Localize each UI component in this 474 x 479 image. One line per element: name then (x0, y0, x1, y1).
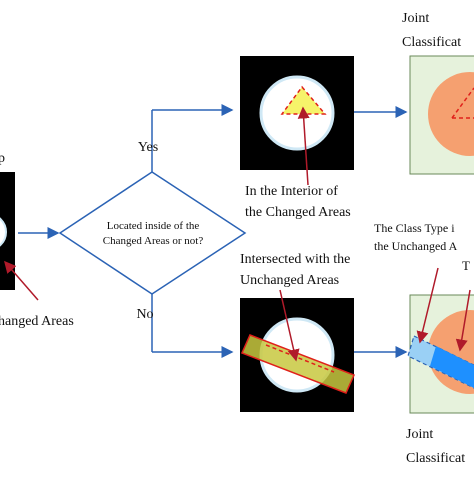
joint-top-circle (428, 72, 474, 156)
joint-top-label-line2: Classificat (402, 35, 461, 50)
joint-bottom-label-line2: Classificat (406, 451, 465, 466)
right-partial-label: T (462, 258, 470, 273)
intersect-label-line1: Intersected with the (240, 252, 350, 267)
interior-pointer-arrow (297, 106, 310, 186)
joint-bottom-panel (407, 294, 474, 414)
decision-label-line2: Changed Areas or not? (103, 235, 204, 247)
class-type-label-line1: The Class Type i (374, 221, 455, 235)
interior-label-line1: In the Interior of (245, 184, 338, 199)
intersect-label-line2: Unchanged Areas (240, 273, 339, 288)
decision-diamond (58, 171, 247, 295)
left-top-partial-label: p (0, 151, 5, 166)
intersect-object-strip (240, 334, 356, 394)
class-type-pointer-arrow (416, 267, 439, 344)
right-pointer-arrow (455, 289, 471, 352)
input-panel-partial (0, 172, 15, 290)
left-pointer-arrow (4, 260, 39, 301)
interior-label-line2: the Changed Areas (245, 205, 351, 220)
decision-label-line1: Located inside of the (107, 220, 200, 232)
left-bottom-partial-label: hanged Areas (0, 314, 74, 329)
class-type-label-line2: the Unchanged A (374, 239, 458, 253)
intersect-case-panel (240, 298, 356, 412)
joint-top-object-edge (451, 87, 474, 119)
intersect-pointer-arrow (279, 289, 300, 362)
input-circle-partial (0, 217, 7, 247)
intersect-object-dash (265, 344, 335, 373)
no-label: No (136, 307, 153, 322)
joint-bottom-label-line1: Joint (406, 427, 433, 442)
interior-case-panel (240, 56, 354, 170)
joint-top-label-line1: Joint (402, 11, 429, 26)
joint-top-panel (409, 55, 474, 175)
joint-bottom-blue-strip (430, 346, 474, 388)
yes-label: Yes (138, 140, 158, 155)
